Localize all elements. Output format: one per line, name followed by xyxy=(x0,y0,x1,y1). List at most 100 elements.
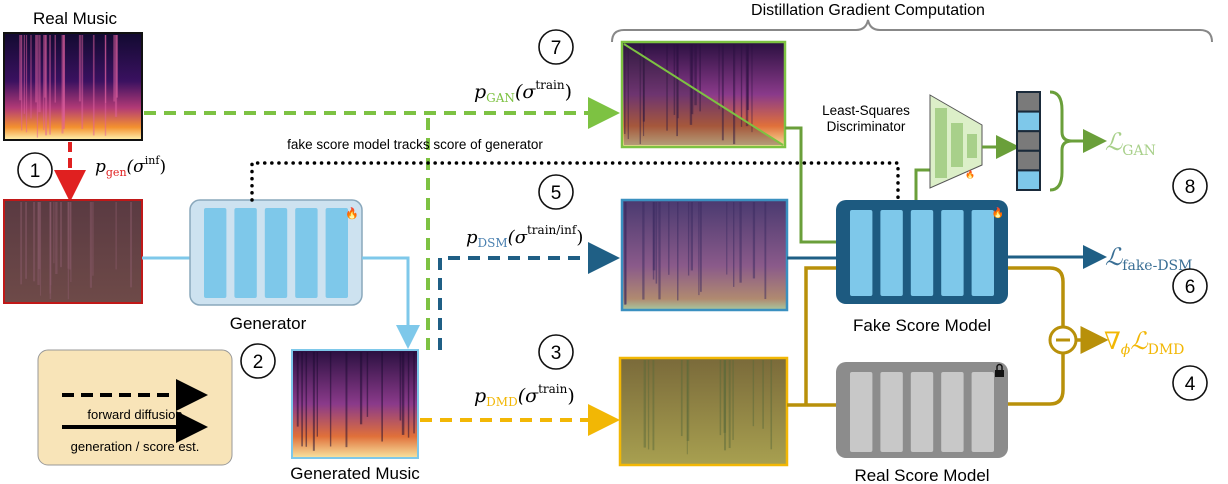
spectrogram-stripe xyxy=(381,352,383,442)
spectrogram-stripe xyxy=(113,35,116,102)
generator-block: 🔥 xyxy=(189,199,363,306)
spectrogram-stripe xyxy=(78,35,81,102)
spectrogram-stripe xyxy=(25,35,28,133)
step-2-badge: 2 xyxy=(240,343,276,379)
noisy-input-spectrogram xyxy=(3,199,143,304)
spectrogram-stripe xyxy=(751,44,753,133)
network-layer xyxy=(910,210,934,296)
spectrogram-stripe xyxy=(668,202,670,275)
tracking-note: fake score model tracks score of generat… xyxy=(287,137,543,152)
spectrogram-stripe xyxy=(20,35,23,131)
discriminator-block: 🔥 xyxy=(929,94,983,189)
section-brace xyxy=(611,19,1213,43)
real-score-model-label: Real Score Model xyxy=(854,466,989,484)
generated-music-label: Generated Music xyxy=(290,464,420,483)
spectrogram-stripe xyxy=(45,35,48,136)
real-music-label: Real Music xyxy=(33,9,118,28)
network-layer xyxy=(234,208,257,298)
gan-sample-to-fake-line xyxy=(785,126,836,244)
fake-score-model-label: Fake Score Model xyxy=(853,316,991,335)
legend-forward-label: forward diffusion xyxy=(87,407,182,422)
dsm-diffusion-arrow xyxy=(438,242,620,350)
spectrogram-stripe xyxy=(296,352,299,427)
spectrogram-stripe xyxy=(752,360,755,427)
spectrogram-stripe xyxy=(20,202,23,285)
spectrogram-stripe xyxy=(726,202,728,275)
real-score-model-block xyxy=(836,362,1008,458)
trainable-flame-icon: 🔥 xyxy=(992,206,1004,219)
trainable-flame-icon: 🔥 xyxy=(965,169,975,179)
spectrogram-stripe xyxy=(36,35,39,138)
spectrogram-stripe xyxy=(329,352,332,447)
spectrogram-stripe xyxy=(686,360,690,441)
spectrogram-stripe xyxy=(19,35,22,101)
discriminator-output-cell-fake xyxy=(1016,91,1041,113)
network-layer xyxy=(295,208,318,298)
spectrogram-stripe xyxy=(67,202,70,269)
p-dmd-label: pDMD(σtrain) xyxy=(474,382,575,409)
spectrogram-stripe xyxy=(691,44,694,115)
dsm-noisy-spectrogram xyxy=(620,198,789,312)
svg-text:3: 3 xyxy=(551,343,562,364)
generator-label: Generator xyxy=(230,314,307,333)
network-layer xyxy=(971,210,994,296)
spectrogram-stripe xyxy=(745,44,749,127)
lock-icon xyxy=(995,363,1004,377)
fake-to-discriminator-line xyxy=(914,168,931,200)
spectrogram-stripe xyxy=(699,202,702,292)
spectrogram-stripe xyxy=(59,202,63,268)
tracking-dotted-line xyxy=(250,161,900,202)
spectrogram-stripe xyxy=(689,44,693,125)
spectrogram-stripe xyxy=(642,202,645,300)
p-gen-label: pgen(σinf) xyxy=(95,154,166,179)
spectrogram-stripe xyxy=(686,360,688,455)
spectrogram-stripe xyxy=(399,352,402,421)
svg-text:1: 1 xyxy=(30,161,41,182)
spectrogram-stripe xyxy=(407,352,410,438)
spectrogram-stripe xyxy=(359,352,363,425)
discriminator-label-line2: Discriminator xyxy=(827,119,906,134)
step-8-badge: 8 xyxy=(1172,168,1208,204)
spectrogram-stripe xyxy=(62,35,66,129)
network-layer xyxy=(850,210,873,296)
spectrogram-stripe xyxy=(33,202,36,282)
spectrogram-stripe xyxy=(43,35,46,98)
spectrogram-stripe xyxy=(666,44,668,131)
spectrogram-stripe xyxy=(49,202,52,286)
spectrogram-stripe xyxy=(728,360,731,449)
step-4-badge: 4 xyxy=(1172,365,1208,401)
spectrogram-stripe xyxy=(652,202,655,280)
spectrogram-stripe xyxy=(762,360,764,429)
spectrogram-stripe xyxy=(752,202,756,279)
network-layer xyxy=(941,210,964,296)
p-dsm-label: pDSM(σtrain/inf) xyxy=(466,223,583,250)
spectrogram-stripe xyxy=(69,202,72,270)
discriminator-output-cell-real xyxy=(1016,110,1041,133)
spectrogram-stripe xyxy=(624,44,626,134)
spectrogram-stripe xyxy=(627,44,629,140)
spectrogram-stripe xyxy=(723,360,726,433)
svg-text:2: 2 xyxy=(253,352,264,373)
spectrogram-stripe xyxy=(733,44,736,145)
spectrogram-stripe xyxy=(25,202,28,279)
spectrogram-stripe xyxy=(721,44,724,141)
spectrogram-stripe xyxy=(673,44,676,115)
spectrogram-stripe xyxy=(35,35,38,103)
spectrogram-stripe xyxy=(37,202,40,285)
svg-text:7: 7 xyxy=(551,38,562,59)
spectrogram-stripe xyxy=(49,35,51,135)
p-gan-label: pGAN(σtrain) xyxy=(474,78,572,105)
spectrogram-stripe xyxy=(401,352,405,435)
score-difference-lines xyxy=(1008,266,1065,406)
spectrogram-stripe xyxy=(739,202,742,283)
discriminator-output-vector xyxy=(1016,91,1041,191)
spectrogram-stripe xyxy=(732,360,734,440)
network-layer xyxy=(971,372,994,452)
spectrogram-stripe xyxy=(43,35,45,130)
fake-score-model-block: 🔥 xyxy=(836,200,1008,304)
svg-text:6: 6 xyxy=(1185,277,1196,298)
legend-generation-label: generation / score est. xyxy=(71,439,200,454)
svg-text:5: 5 xyxy=(551,183,562,204)
generator-output-arrow xyxy=(362,256,420,349)
spectrogram-stripe xyxy=(770,360,773,450)
